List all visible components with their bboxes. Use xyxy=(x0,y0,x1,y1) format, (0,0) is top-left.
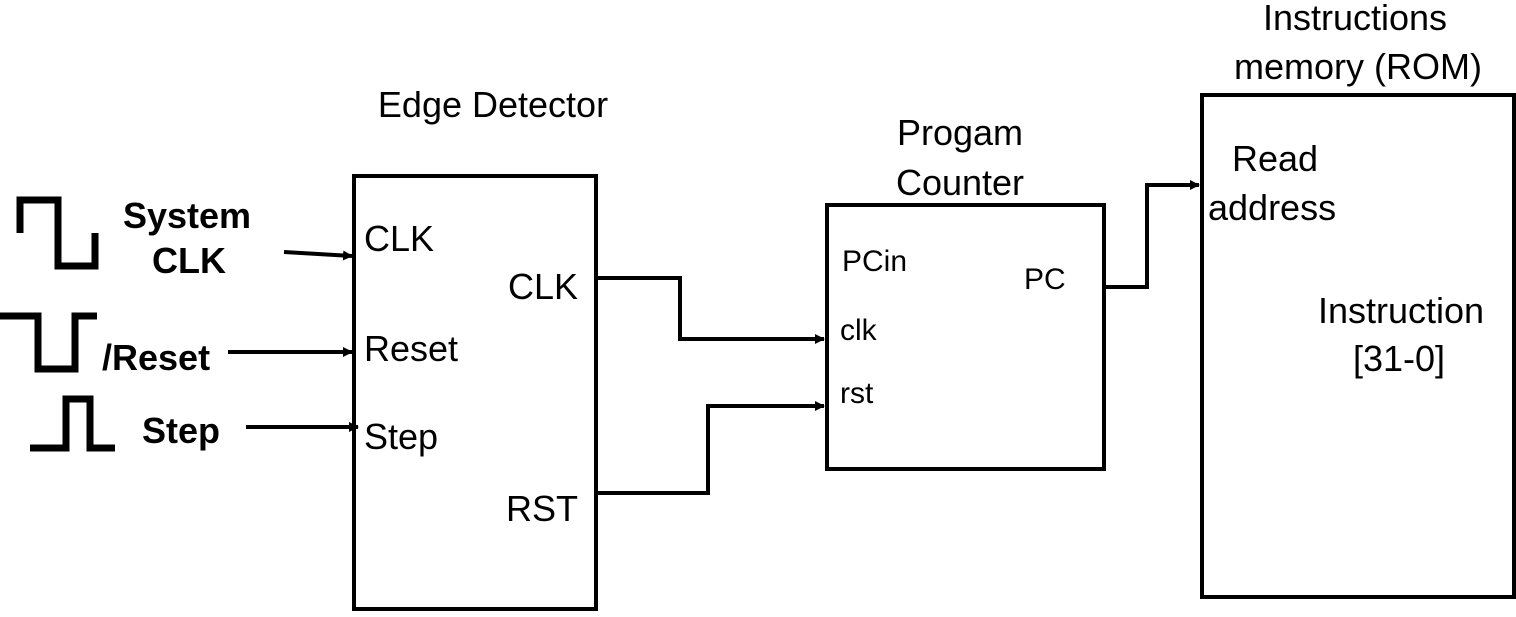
edge-detector-title: Edge Detector xyxy=(378,84,608,125)
edge-detector-clk-out-port: CLK xyxy=(508,266,578,307)
edge-detector-box xyxy=(352,174,598,611)
step-input-label: Step xyxy=(142,410,220,451)
program-counter-title-line1: Progam xyxy=(897,112,1023,153)
rom-title-line1: Instructions xyxy=(1263,0,1447,38)
edge-detector-reset-port: Reset xyxy=(364,328,458,369)
program-counter-clk-port: clk xyxy=(840,314,878,347)
program-counter-title-line2: Counter xyxy=(896,162,1024,203)
system-clk-label-line1: System xyxy=(123,195,251,236)
system-clk-arrow xyxy=(283,250,353,261)
edge-detector-step-port: Step xyxy=(364,416,438,457)
system-clk-label-line2: CLK xyxy=(152,240,226,281)
rom-read-address-line2: address xyxy=(1208,187,1336,228)
rom-read-address-line1: Read xyxy=(1232,138,1318,179)
edge-detector-clk-in-port: CLK xyxy=(364,218,434,259)
reset-waveform-icon xyxy=(0,312,97,373)
reset-input-label: /Reset xyxy=(102,337,210,378)
system-clk-waveform-icon xyxy=(16,196,99,270)
program-counter-pcin-port: PCin xyxy=(842,245,907,278)
program-counter-pc-port: PC xyxy=(1024,263,1066,296)
rom-box xyxy=(1200,93,1516,599)
rom-instruction-line1: Instruction xyxy=(1318,290,1484,331)
step-waveform-icon xyxy=(30,395,115,452)
program-counter-box xyxy=(825,203,1106,471)
edge-detector-rst-out-port: RST xyxy=(506,488,578,529)
rst-wire xyxy=(596,401,825,495)
rom-title-line2: memory (ROM) xyxy=(1234,46,1482,87)
clk-wire xyxy=(596,276,825,344)
program-counter-rst-port: rst xyxy=(840,377,874,410)
pc-to-rom-wire xyxy=(1104,180,1200,289)
rom-instruction-line2: [31-0] xyxy=(1353,338,1445,379)
